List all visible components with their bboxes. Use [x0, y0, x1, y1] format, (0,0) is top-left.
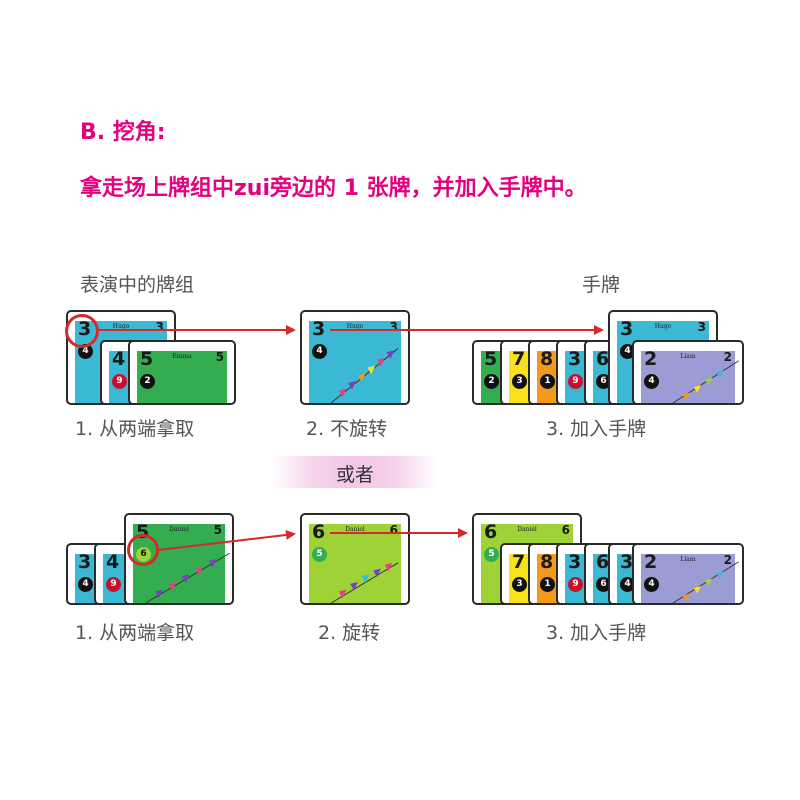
card-number: 7 — [512, 348, 526, 370]
card-badge: 4 — [312, 344, 327, 359]
card-badge: 6 — [596, 577, 611, 592]
row1-step1-label: 1. 从两端拿取 — [75, 418, 195, 440]
row2-step1-label: 1. 从两端拿取 — [75, 622, 195, 644]
card-number: 3 — [568, 551, 582, 573]
card-name: Hugo — [112, 323, 130, 330]
row2-step3-label: 3. 加入手牌 — [546, 622, 647, 644]
card-badge: 9 — [112, 374, 127, 389]
card-number: 3 — [312, 318, 326, 340]
card-badge: 5 — [312, 547, 327, 562]
card-corner-number: 3 — [697, 320, 706, 334]
highlight-circle — [127, 534, 159, 566]
card-name: Daniel — [169, 526, 189, 533]
card-number: 3 — [620, 318, 634, 340]
card-badge: 9 — [568, 577, 583, 592]
card-corner-number: 6 — [389, 523, 398, 537]
card-badge: 1 — [540, 577, 555, 592]
flag-garland-icon — [672, 360, 739, 403]
row1-step2-label: 2. 不旋转 — [306, 418, 388, 440]
card-number: 3 — [620, 551, 634, 573]
flag-garland-icon — [672, 561, 739, 603]
card-badge: 6 — [596, 374, 611, 389]
middle-card-hugo: 3 3 Hugo 4 — [300, 310, 410, 405]
card-badge: 4 — [78, 577, 93, 592]
card-number: 8 — [540, 348, 554, 370]
card-badge: 5 — [484, 547, 499, 562]
card-name: Emma — [172, 353, 192, 360]
card-name: Hugo — [654, 323, 672, 330]
hand-card-liam: 2 2 Liam 4 — [632, 543, 744, 605]
card-badge: 4 — [620, 344, 635, 359]
card-number: 5 — [140, 348, 154, 370]
flag-garland-icon — [330, 562, 399, 603]
card-badge: 4 — [644, 374, 659, 389]
section-title: B. 挖角: — [80, 120, 166, 145]
card-corner-number: 2 — [723, 350, 732, 364]
card-number: 4 — [106, 551, 120, 573]
instruction-text: 拿走场上牌组中zui旁边的 1 张牌，并加入手牌中。 — [80, 176, 587, 201]
card-badge: 3 — [512, 577, 527, 592]
card-number: 6 — [312, 521, 326, 543]
card-number: 7 — [512, 551, 526, 573]
card-number: 5 — [484, 348, 498, 370]
flag-garland-icon — [145, 552, 230, 603]
card-number: 2 — [644, 551, 658, 573]
card-badge: 9 — [106, 577, 121, 592]
row2-step2-label: 2. 旋转 — [318, 622, 381, 644]
card-name: Liam — [680, 556, 696, 563]
card-corner-number: 5 — [213, 523, 222, 537]
card-name: Liam — [680, 353, 696, 360]
deck-in-play-label: 表演中的牌组 — [80, 274, 195, 296]
card-corner-number: 3 — [389, 320, 398, 334]
card-corner-number: 5 — [215, 350, 224, 364]
card-corner-number: 2 — [723, 553, 732, 567]
card-badge: 3 — [512, 374, 527, 389]
flag-garland-icon — [330, 348, 399, 403]
card-number: 4 — [112, 348, 126, 370]
card-number: 3 — [568, 348, 582, 370]
card-badge: 2 — [140, 374, 155, 389]
card-number: 6 — [484, 521, 498, 543]
card-emma: 5 5 Emma 2 — [128, 340, 236, 405]
card-badge: 9 — [568, 374, 583, 389]
hand-card-liam: 2 2 Liam 4 — [632, 340, 744, 405]
card-number: 2 — [644, 348, 658, 370]
card-badge: 4 — [620, 577, 635, 592]
card-number: 6 — [596, 551, 610, 573]
card-corner-number: 6 — [561, 523, 570, 537]
card-badge: 4 — [644, 577, 659, 592]
row1-step3-label: 3. 加入手牌 — [546, 418, 647, 440]
card-number: 6 — [596, 348, 610, 370]
or-label: 或者 — [335, 464, 374, 486]
card-name: Daniel — [517, 526, 537, 533]
highlight-circle — [65, 314, 99, 348]
hand-label: 手牌 — [582, 274, 621, 296]
card-number: 3 — [78, 551, 92, 573]
card-name: Hugo — [346, 323, 364, 330]
card-number: 8 — [540, 551, 554, 573]
or-divider-band — [272, 456, 438, 488]
middle-card-daniel: 6 6 Daniel 5 — [300, 513, 410, 605]
card-badge: 1 — [540, 374, 555, 389]
card-badge: 2 — [484, 374, 499, 389]
card-corner-number: 3 — [155, 320, 164, 334]
card-name: Daniel — [345, 526, 365, 533]
